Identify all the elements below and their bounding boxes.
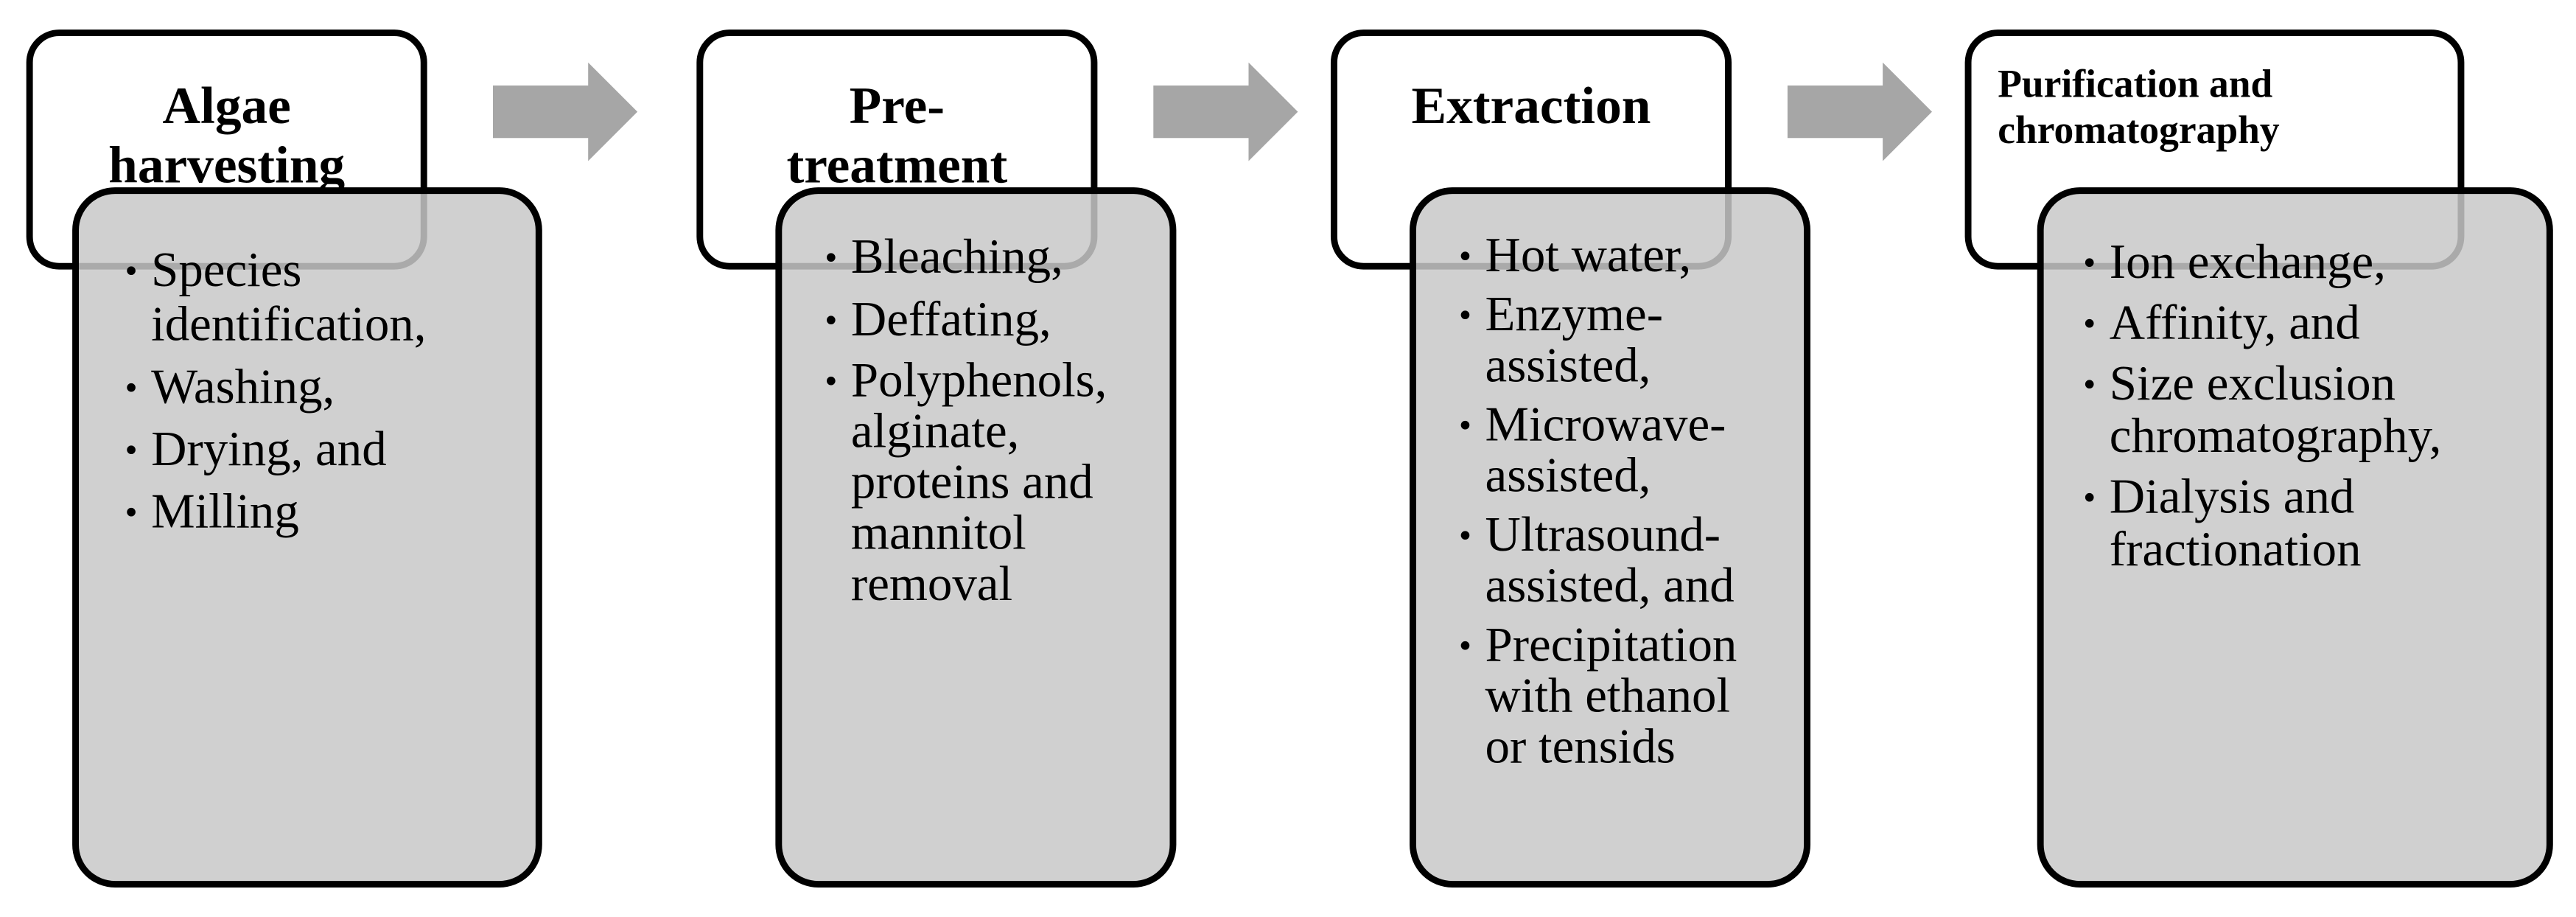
right-arrow-icon <box>1153 62 1298 161</box>
list-item: Affinity, and <box>2083 296 2549 349</box>
step-body-box: Species identification, Washing, Drying,… <box>72 187 542 888</box>
list-item: Size exclusion chromatography, <box>2083 358 2549 464</box>
list-item: Ultrasound- assisted, and <box>1459 509 1807 611</box>
step-items: Species identification, Washing, Drying,… <box>125 243 535 547</box>
list-item: Dialysis and fractionation <box>2083 471 2549 577</box>
list-item: Species identification, <box>125 243 535 352</box>
right-arrow-icon <box>1787 62 1933 161</box>
step-items: Ion exchange, Affinity, and Size exclusi… <box>2083 236 2549 585</box>
step-title: Extraction <box>1411 75 1651 135</box>
list-item: Deffating, <box>825 293 1173 347</box>
list-item: Drying, and <box>125 422 535 477</box>
step-body-box: Ion exchange, Affinity, and Size exclusi… <box>2037 187 2553 888</box>
step-title: Pre- treatment <box>786 75 1008 195</box>
step-title: Algae harvesting <box>108 75 346 195</box>
list-item: Enzyme- assisted, <box>1459 289 1807 391</box>
step-body-box: Hot water, Enzyme- assisted, Microwave- … <box>1409 187 1811 888</box>
step-title: Purification and chromatography <box>1998 63 2280 153</box>
list-item: Polyphenols, alginate, proteins and mann… <box>825 355 1173 610</box>
step-items: Hot water, Enzyme- assisted, Microwave- … <box>1459 230 1807 781</box>
list-item: Hot water, <box>1459 230 1807 281</box>
list-item: Washing, <box>125 360 535 414</box>
list-item: Milling <box>125 485 535 540</box>
list-item: Ion exchange, <box>2083 236 2549 289</box>
list-item: Precipitation with ethanol or tensids <box>1459 620 1807 773</box>
right-arrow-icon <box>492 62 638 161</box>
list-item: Bleaching, <box>825 230 1173 285</box>
step-items: Bleaching, Deffating, Polyphenols, algin… <box>825 230 1173 618</box>
list-item: Microwave- assisted, <box>1459 400 1807 501</box>
step-body-box: Bleaching, Deffating, Polyphenols, algin… <box>775 187 1177 888</box>
